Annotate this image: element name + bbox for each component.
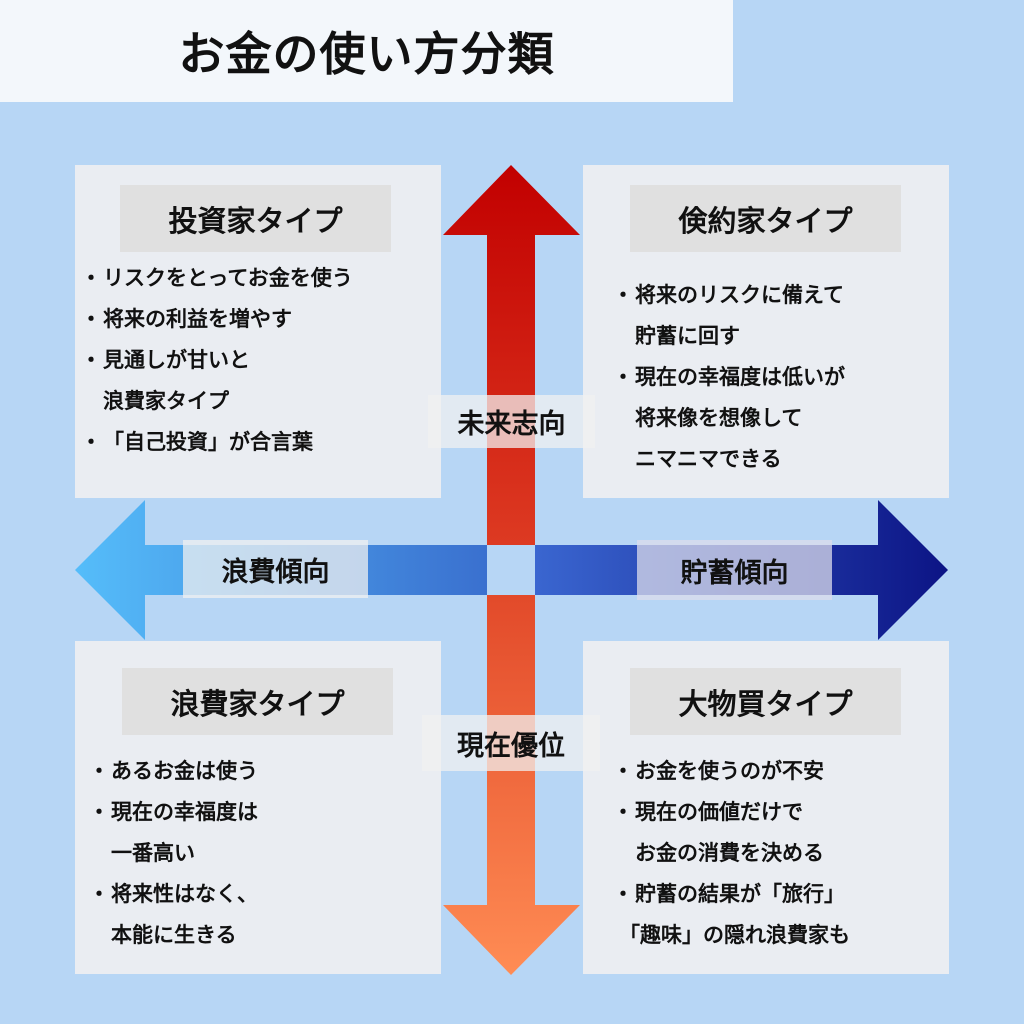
- list-item: 「自己投資」が合言葉: [103, 430, 313, 454]
- quadrant-heading: 倹約家タイプ: [630, 185, 901, 252]
- arrow-down-present: [443, 595, 580, 975]
- quadrant-heading: 大物買タイプ: [630, 668, 901, 735]
- list-item: 将来のリスクに備えて: [635, 283, 844, 307]
- axis-label-future: 未来志向: [428, 395, 595, 448]
- list-item-cont: 浪費家タイプ: [103, 389, 229, 413]
- list-item: 現在の幸福度は低いが: [635, 365, 845, 389]
- quadrant-investor: 投資家タイプ ・リスクをとってお金を使う ・将来の利益を増やす ・見通しが甘いと…: [75, 165, 441, 498]
- list-item: 現在の価値だけで: [635, 800, 803, 824]
- list-item: 現在の幸福度は: [111, 800, 258, 824]
- axis-label-present: 現在優位: [422, 715, 600, 771]
- list-item: お金を使うのが不安: [635, 759, 824, 783]
- quadrant-heading: 浪費家タイプ: [122, 668, 393, 735]
- list-item-cont: 将来像を想像して: [635, 406, 803, 430]
- item-list: ・リスクをとってお金を使う ・将来の利益を増やす ・見通しが甘いと 浪費家タイプ…: [79, 258, 353, 463]
- list-item-cont: 一番高い: [111, 841, 195, 865]
- item-list: ・将来のリスクに備えて 貯蓄に回す ・現在の幸福度は低いが 将来像を想像して ニ…: [611, 275, 846, 480]
- page-title: お金の使い方分類: [0, 0, 733, 102]
- axis-label-spending: 浪費傾向: [183, 540, 368, 598]
- quadrant-frugal: 倹約家タイプ ・将来のリスクに備えて 貯蓄に回す ・現在の幸福度は低いが 将来像…: [583, 165, 949, 498]
- quadrant-heading: 投資家タイプ: [120, 185, 391, 252]
- list-item-cont: ニマニマできる: [635, 447, 782, 471]
- quadrant-spender: 浪費家タイプ ・あるお金は使う ・現在の幸福度は 一番高い ・将来性はなく、 本…: [75, 641, 441, 974]
- list-item: リスクをとってお金を使う: [103, 266, 353, 290]
- list-item: 将来の利益を増やす: [103, 307, 292, 331]
- list-item: 見通しが甘いと: [103, 348, 250, 372]
- list-item-cont: お金の消費を決める: [635, 841, 824, 865]
- list-item-cont: 「趣味」の隠れ浪費家も: [619, 923, 850, 947]
- list-item: 貯蓄の結果が「旅行」: [635, 882, 845, 906]
- arrow-up-future: [443, 165, 580, 545]
- list-item-cont: 貯蓄に回す: [635, 324, 740, 348]
- axis-label-saving: 貯蓄傾向: [637, 540, 832, 600]
- list-item: 将来性はなく、: [111, 882, 258, 906]
- list-item-cont: 本能に生きる: [111, 923, 237, 947]
- quadrant-big-buyer: 大物買タイプ ・お金を使うのが不安 ・現在の価値だけで お金の消費を決める ・貯…: [583, 641, 949, 974]
- item-list: ・あるお金は使う ・現在の幸福度は 一番高い ・将来性はなく、 本能に生きる: [87, 751, 259, 956]
- item-list: ・お金を使うのが不安 ・現在の価値だけで お金の消費を決める ・貯蓄の結果が「旅…: [611, 751, 851, 956]
- list-item: あるお金は使う: [111, 759, 258, 783]
